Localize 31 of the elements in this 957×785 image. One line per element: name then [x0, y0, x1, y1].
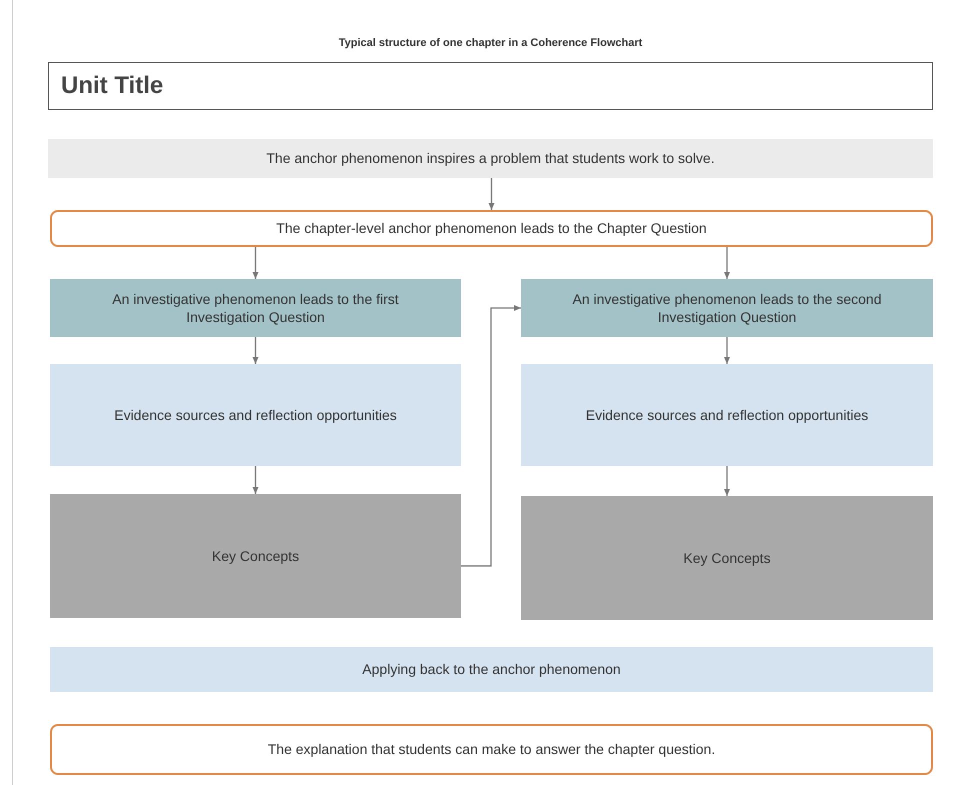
node-text: An investigative phenomenon leads to the second Investigation Question	[572, 290, 882, 326]
application-band	[50, 647, 933, 692]
arrow	[252, 466, 258, 494]
investigation-box	[521, 279, 933, 337]
arrow	[724, 466, 730, 496]
intro-band	[48, 139, 933, 178]
node-text: Key Concepts	[212, 546, 300, 566]
evidence-box	[50, 364, 461, 466]
node-text: Unit Title	[61, 71, 164, 102]
node-text: Evidence sources and reflection opportunities	[114, 406, 397, 424]
explanation-box	[50, 724, 933, 775]
node-text: Evidence sources and reflection opportunities	[586, 406, 868, 424]
node-text: Applying back to the anchor phenomenon	[362, 660, 621, 679]
concepts-box	[50, 494, 461, 618]
question-box	[50, 210, 933, 247]
arrow	[252, 337, 258, 364]
node-text: The explanation that students can make to answer the chapter question.	[268, 740, 716, 759]
investigation-box	[50, 279, 461, 337]
arrow	[488, 178, 494, 210]
diagram-title: Typical structure of one chapter in a Coherence Flowchart	[338, 36, 644, 51]
concepts-box	[521, 496, 933, 620]
arrow	[724, 247, 730, 279]
arrow	[461, 305, 521, 567]
node-text: Key Concepts	[683, 548, 771, 568]
node-text: An investigative phenomenon leads to the first Investigation Question	[111, 290, 400, 326]
node-text: The anchor phenomenon inspires a problem that students work to solve.	[266, 149, 715, 168]
arrow	[252, 247, 258, 279]
title-box	[48, 62, 933, 110]
arrow	[724, 337, 730, 364]
node-text: The chapter-level anchor phenomenon leads to the Chapter Question	[276, 219, 707, 238]
evidence-box	[521, 364, 933, 466]
